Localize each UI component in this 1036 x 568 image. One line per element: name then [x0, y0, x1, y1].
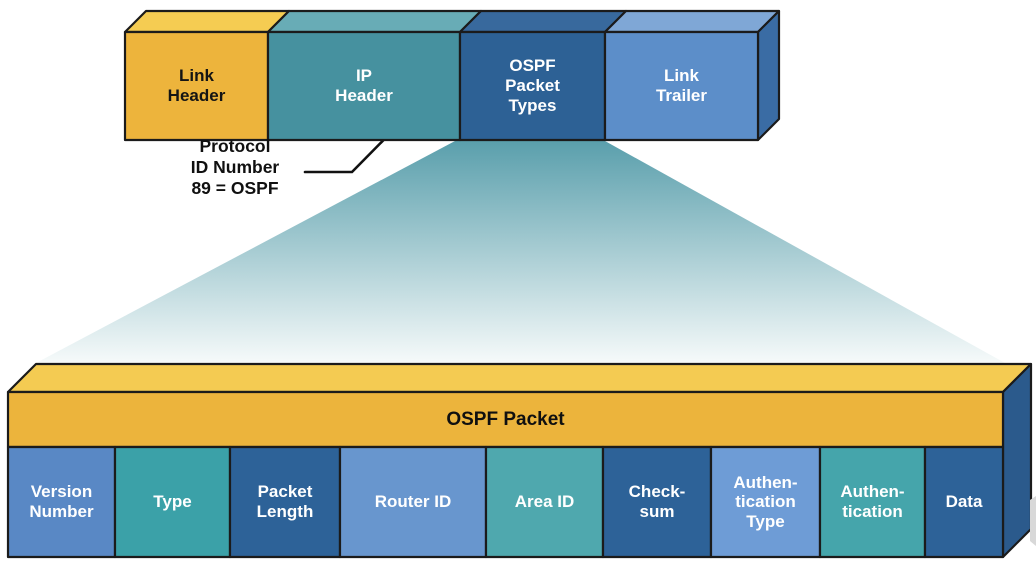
link-trailer-segment — [603, 30, 760, 142]
ospf-packet-side-face — [1001, 362, 1033, 559]
ip-header-segment — [266, 30, 462, 142]
ospf-packet-types-segment — [458, 30, 607, 142]
field-data — [923, 445, 1005, 559]
field-version-number — [6, 445, 117, 559]
link-header-top-face — [123, 9, 291, 34]
field-packet-length — [228, 445, 342, 559]
field-area-id — [484, 445, 605, 559]
field-checksum — [601, 445, 713, 559]
field-router-id — [338, 445, 488, 559]
ospf-packet-title-band — [6, 390, 1005, 449]
ip-header-top-face — [266, 9, 483, 34]
field-authentication — [818, 445, 927, 559]
link-trailer-top-face — [603, 9, 781, 34]
zoom-funnel-shape — [36, 141, 1005, 363]
ospf-packet-types-top-face — [458, 9, 628, 34]
link-header-segment — [123, 30, 270, 142]
field-authentication-type — [709, 445, 822, 559]
field-type — [113, 445, 232, 559]
top-bar-side-face — [756, 9, 781, 142]
edge-artifact — [1030, 496, 1036, 546]
ospf-packet-top-face — [6, 362, 1033, 394]
